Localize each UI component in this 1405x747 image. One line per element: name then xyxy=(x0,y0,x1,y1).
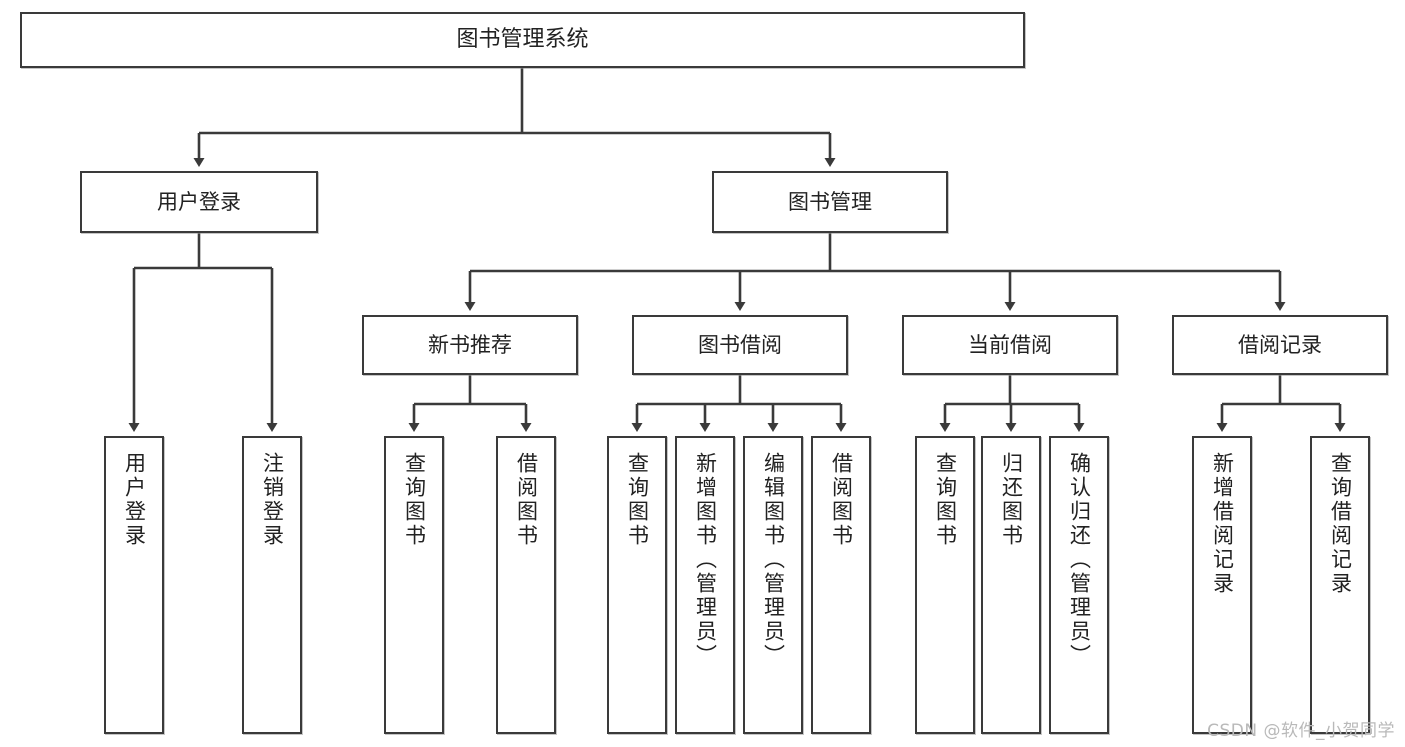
node-current-borrow[interactable]: 当前借阅 xyxy=(902,315,1118,375)
node-user-login[interactable]: 用户登录 xyxy=(80,171,318,233)
node-leaf-logout-label: 注销登录 xyxy=(260,452,285,548)
node-leaf-query-book-1[interactable]: 查询图书 xyxy=(384,436,444,734)
node-leaf-query-book-3-label: 查询图书 xyxy=(933,452,958,548)
node-leaf-borrow-book-1[interactable]: 借阅图书 xyxy=(496,436,556,734)
node-leaf-borrow-book-2[interactable]: 借阅图书 xyxy=(811,436,871,734)
node-leaf-query-record-label: 查询借阅记录 xyxy=(1328,452,1353,596)
node-borrow-record-label: 借阅记录 xyxy=(1238,332,1322,357)
node-user-login-label: 用户登录 xyxy=(157,189,241,214)
node-book-borrow[interactable]: 图书借阅 xyxy=(632,315,848,375)
node-leaf-borrow-book-1-label: 借阅图书 xyxy=(514,452,539,548)
node-leaf-return-book[interactable]: 归还图书 xyxy=(981,436,1041,734)
node-new-book-rec-label: 新书推荐 xyxy=(428,332,512,357)
node-leaf-query-book-2[interactable]: 查询图书 xyxy=(607,436,667,734)
csdn-watermark: CSDN @软件_小贺同学 xyxy=(1207,721,1395,741)
node-leaf-add-record[interactable]: 新增借阅记录 xyxy=(1192,436,1252,734)
node-leaf-add-book-label: 新增图书（管理员） xyxy=(693,452,718,668)
node-book-manage[interactable]: 图书管理 xyxy=(712,171,948,233)
node-leaf-query-record[interactable]: 查询借阅记录 xyxy=(1310,436,1370,734)
node-leaf-user-login[interactable]: 用户登录 xyxy=(104,436,164,734)
node-root-label: 图书管理系统 xyxy=(456,27,589,53)
node-leaf-borrow-book-2-label: 借阅图书 xyxy=(829,452,854,548)
node-leaf-add-record-label: 新增借阅记录 xyxy=(1210,452,1235,596)
node-book-borrow-label: 图书借阅 xyxy=(698,332,782,357)
node-borrow-record[interactable]: 借阅记录 xyxy=(1172,315,1388,375)
node-root[interactable]: 图书管理系统 xyxy=(20,12,1025,68)
node-leaf-confirm-return-label: 确认归还（管理员） xyxy=(1067,452,1092,668)
node-leaf-user-login-label: 用户登录 xyxy=(122,452,147,548)
node-leaf-query-book-1-label: 查询图书 xyxy=(402,452,427,548)
node-leaf-confirm-return[interactable]: 确认归还（管理员） xyxy=(1049,436,1109,734)
node-leaf-add-book[interactable]: 新增图书（管理员） xyxy=(675,436,735,734)
node-leaf-query-book-3[interactable]: 查询图书 xyxy=(915,436,975,734)
node-current-borrow-label: 当前借阅 xyxy=(968,332,1052,357)
node-new-book-rec[interactable]: 新书推荐 xyxy=(362,315,578,375)
node-leaf-return-book-label: 归还图书 xyxy=(999,452,1024,548)
node-leaf-query-book-2-label: 查询图书 xyxy=(625,452,650,548)
node-leaf-edit-book-label: 编辑图书（管理员） xyxy=(761,452,786,668)
node-leaf-logout[interactable]: 注销登录 xyxy=(242,436,302,734)
node-book-manage-label: 图书管理 xyxy=(788,189,872,214)
node-leaf-edit-book[interactable]: 编辑图书（管理员） xyxy=(743,436,803,734)
